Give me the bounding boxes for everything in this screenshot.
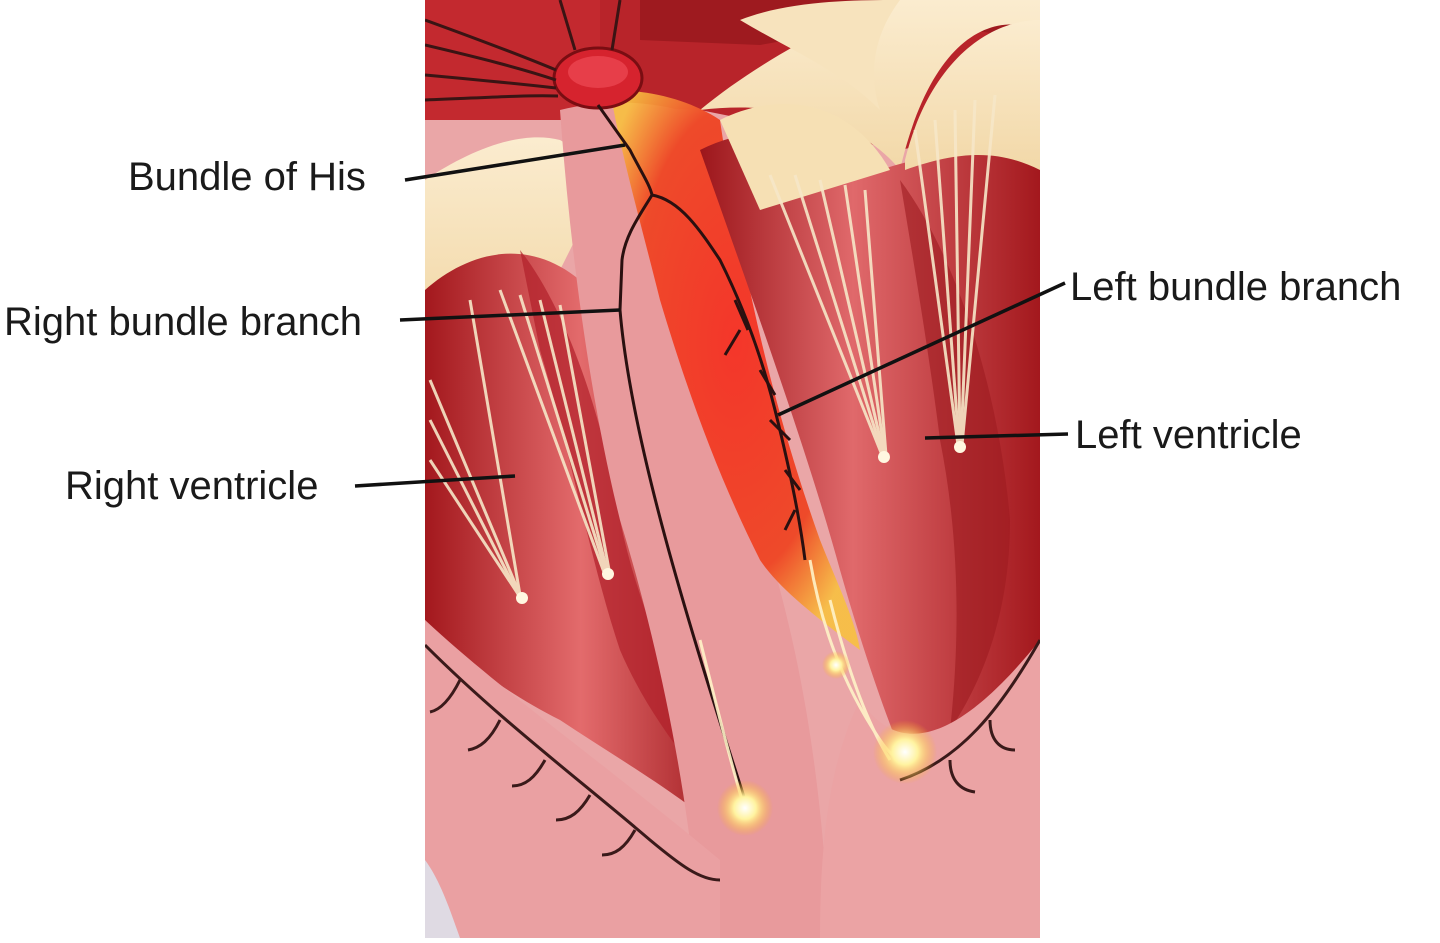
label-bundle-of-his: Bundle of His [128, 155, 366, 199]
leader-left-bundle-branch [777, 281, 1066, 417]
left-chordae [768, 94, 997, 456]
label-left-bundle-branch: Left bundle branch [1070, 265, 1402, 309]
leader-right-ventricle [354, 474, 516, 488]
leader-left-ventricle [924, 432, 1069, 440]
leader-lines [354, 143, 1069, 488]
spark-right-apex [717, 780, 773, 836]
spark-left-apex [873, 720, 937, 784]
label-left-ventricle: Left ventricle [1075, 413, 1302, 457]
label-right-ventricle: Right ventricle [65, 464, 319, 508]
conduction-pathway [596, 104, 807, 801]
leader-right-bundle-branch [399, 308, 621, 322]
label-right-bundle-branch: Right bundle branch [4, 300, 363, 344]
right-chordae [428, 289, 612, 601]
interventricular-septum [560, 102, 830, 938]
leader-bundle-of-his [404, 143, 626, 182]
